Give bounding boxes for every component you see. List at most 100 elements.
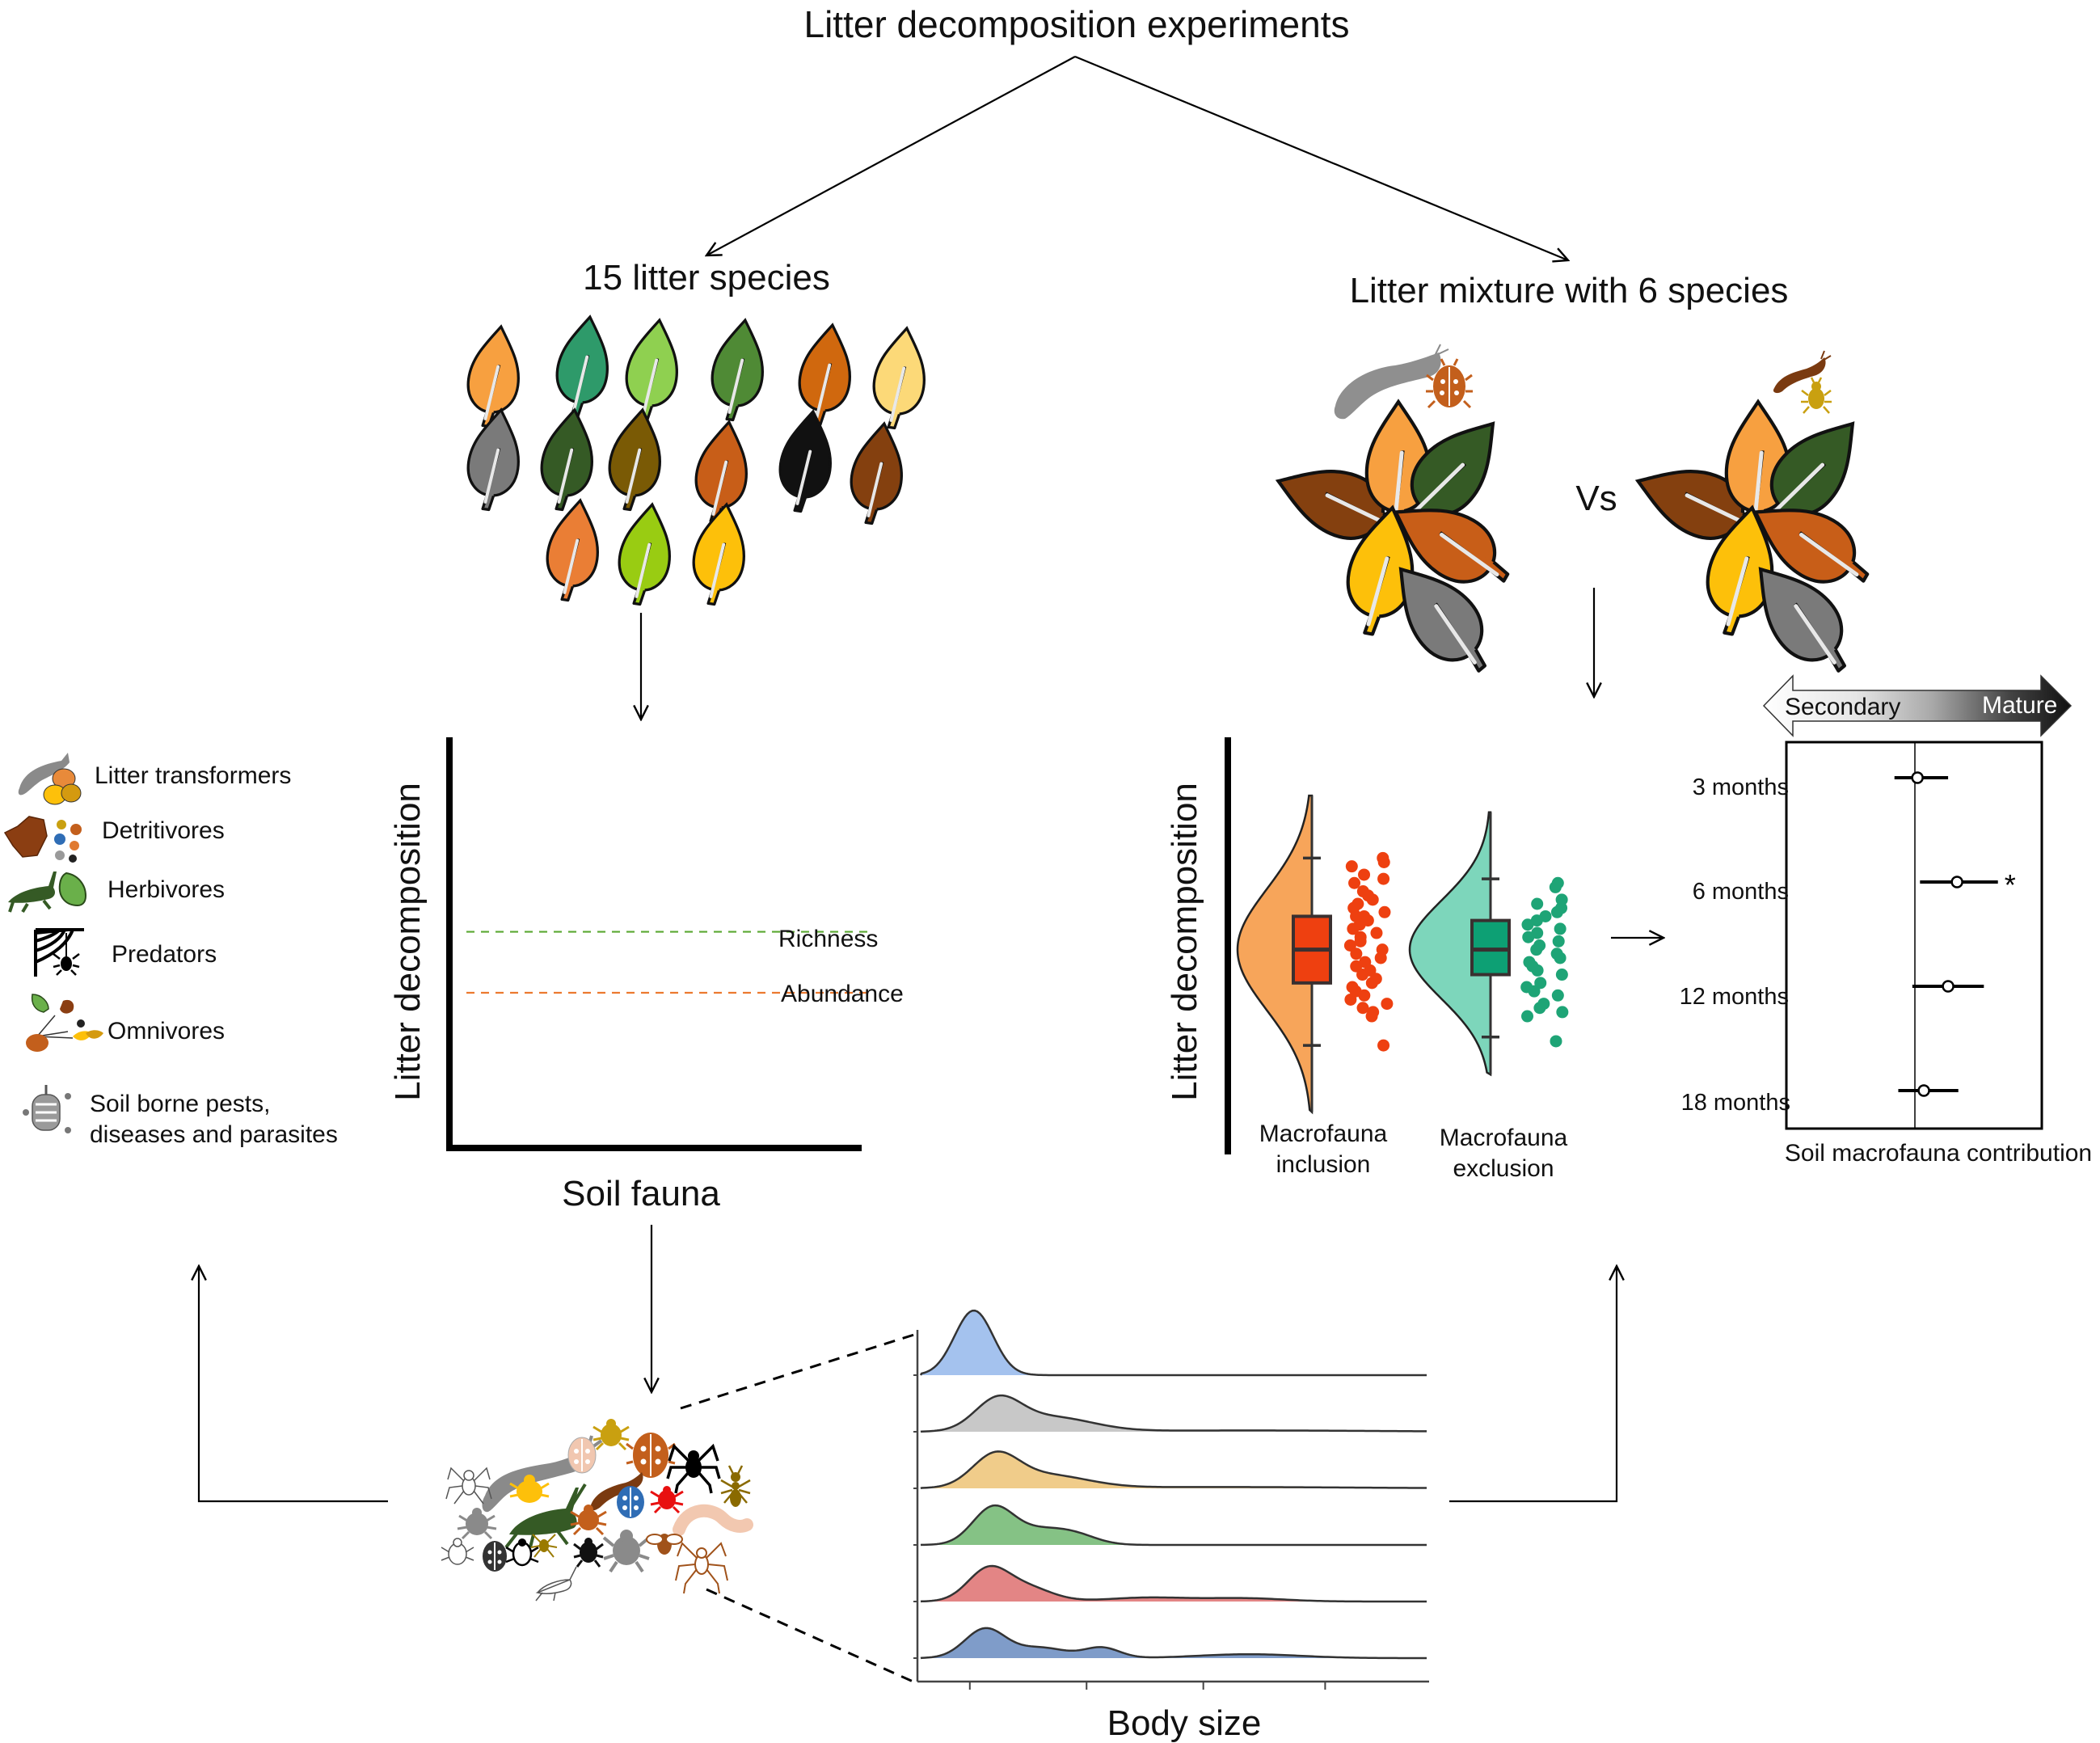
ridgeline-plot xyxy=(913,1309,1429,1690)
diagram-title: Litter decomposition experiments xyxy=(803,3,1350,45)
zoom-line-bottom xyxy=(706,1588,917,1685)
gradient-label-secondary: Secondary xyxy=(1785,694,1901,720)
litter-species-leaves xyxy=(461,311,934,610)
data-point xyxy=(1521,1010,1534,1023)
fauna-decomposition-chart xyxy=(446,737,871,1151)
heading-litter-mixture: Litter mixture with 6 species xyxy=(1349,271,1789,310)
ridge-x-ticks xyxy=(968,1682,1326,1690)
data-point xyxy=(1521,918,1534,931)
ridge-outline xyxy=(919,1309,1427,1377)
data-point xyxy=(1374,952,1387,964)
grasshopper-icon xyxy=(504,1483,587,1549)
ridge-fill xyxy=(921,1395,1427,1432)
inclusion-label-line1: Macrofauna xyxy=(1259,1120,1388,1147)
data-point xyxy=(1348,876,1361,889)
data-point xyxy=(1347,922,1360,935)
data-point xyxy=(1356,1002,1369,1015)
right-feedback-arrow xyxy=(1449,1266,1617,1503)
exclusion-label: Macrofauna exclusion xyxy=(1415,1123,1592,1185)
leaf-icon xyxy=(534,404,601,515)
legend-label-pests-line1: Soil borne pests, xyxy=(90,1091,271,1117)
legend-label-omnivores: Omnivores xyxy=(108,1018,226,1045)
legend-label-predators: Predators xyxy=(112,941,217,968)
inclusion-label: Macrofauna inclusion xyxy=(1234,1119,1412,1181)
beetle-icon xyxy=(592,1419,630,1451)
abundance-label: Abundance xyxy=(781,981,904,1007)
inclusion-label-line2: inclusion xyxy=(1276,1151,1371,1179)
weevil-icon xyxy=(602,1530,651,1573)
ridge-outline xyxy=(920,1627,1427,1660)
leaf-icon xyxy=(461,321,528,432)
litter-mixture-inclusion xyxy=(1267,402,1522,687)
earthworm-icon xyxy=(673,1504,753,1536)
data-point xyxy=(1365,977,1378,990)
arrow-to-15-species xyxy=(706,56,1076,255)
legend-label-litter-transformers: Litter transformers xyxy=(95,762,292,789)
data-point xyxy=(1358,989,1371,1002)
legend-label-pests-line2: diseases and parasites xyxy=(90,1121,338,1148)
data-point xyxy=(1350,960,1363,973)
effect-estimate xyxy=(1911,771,1924,784)
raincloud-y-label: Litter decomposition xyxy=(1165,783,1204,1101)
branch-arrows xyxy=(706,55,1568,260)
half-violin xyxy=(1408,811,1492,1077)
data-point xyxy=(1552,935,1565,947)
heading-15-litter-species: 15 litter species xyxy=(583,258,830,298)
beetle-icon xyxy=(650,1486,684,1514)
half-violin xyxy=(1236,794,1314,1115)
data-point xyxy=(1531,964,1544,977)
leaf-icon xyxy=(867,323,934,433)
beetle-icon xyxy=(573,1538,604,1568)
ridge-fill xyxy=(921,1565,1427,1602)
succession-gradient-arrow xyxy=(1762,674,2073,737)
leaf-icon xyxy=(461,404,528,515)
beetle-icon xyxy=(457,1508,497,1540)
small-millipede-icon xyxy=(1773,350,1832,394)
data-point xyxy=(1556,1006,1569,1019)
leaf-icon xyxy=(619,314,686,425)
data-point xyxy=(1381,998,1394,1011)
data-point xyxy=(1533,1002,1546,1015)
spider-icon xyxy=(530,1534,558,1558)
raincloud-exclusion xyxy=(1408,811,1569,1077)
data-point xyxy=(1365,1010,1378,1023)
predator-icon xyxy=(34,928,84,977)
beetle-outline-icon xyxy=(505,1538,539,1567)
ridge-fill xyxy=(921,1505,1427,1545)
data-point xyxy=(1354,935,1367,947)
forest-plot-frame xyxy=(1785,741,2043,1130)
litter-transformer-icon xyxy=(18,753,82,805)
bee-icon xyxy=(646,1534,683,1555)
ridge-outline xyxy=(920,1504,1427,1547)
legend-label-detritivores: Detritivores xyxy=(102,817,225,844)
ridge-fill xyxy=(921,1310,1427,1375)
data-point xyxy=(1550,1035,1562,1048)
forest-row-label-18m: 18 months xyxy=(1680,1090,1790,1116)
data-point xyxy=(1378,905,1391,918)
data-point xyxy=(1554,922,1567,935)
leaf-icon xyxy=(705,314,772,425)
data-point xyxy=(1549,880,1562,893)
leaf-icon xyxy=(550,311,617,422)
richness-label: Richness xyxy=(778,926,879,952)
exclusion-fauna xyxy=(1773,350,1832,414)
raincloud-inclusion xyxy=(1236,794,1394,1115)
ridge-outline xyxy=(920,1564,1427,1603)
data-point xyxy=(1377,856,1390,868)
exclusion-label-line1: Macrofauna xyxy=(1439,1125,1568,1151)
legend-icons xyxy=(3,753,103,1133)
leaf-icon xyxy=(844,418,911,529)
data-point xyxy=(1343,939,1356,952)
millipede-icon xyxy=(589,1472,643,1511)
leaf-icon xyxy=(612,499,679,610)
feedback-arrows xyxy=(199,1225,1617,1503)
leaf-icon xyxy=(602,404,669,515)
effect-estimate xyxy=(1917,1084,1930,1097)
effect-estimate xyxy=(1950,876,1963,888)
inclusion-fauna xyxy=(1334,344,1473,420)
forest-marks: * xyxy=(1894,771,2016,1097)
data-point xyxy=(1345,860,1358,873)
left-chart-y-label: Litter decomposition xyxy=(388,783,428,1101)
data-point xyxy=(1522,931,1535,943)
